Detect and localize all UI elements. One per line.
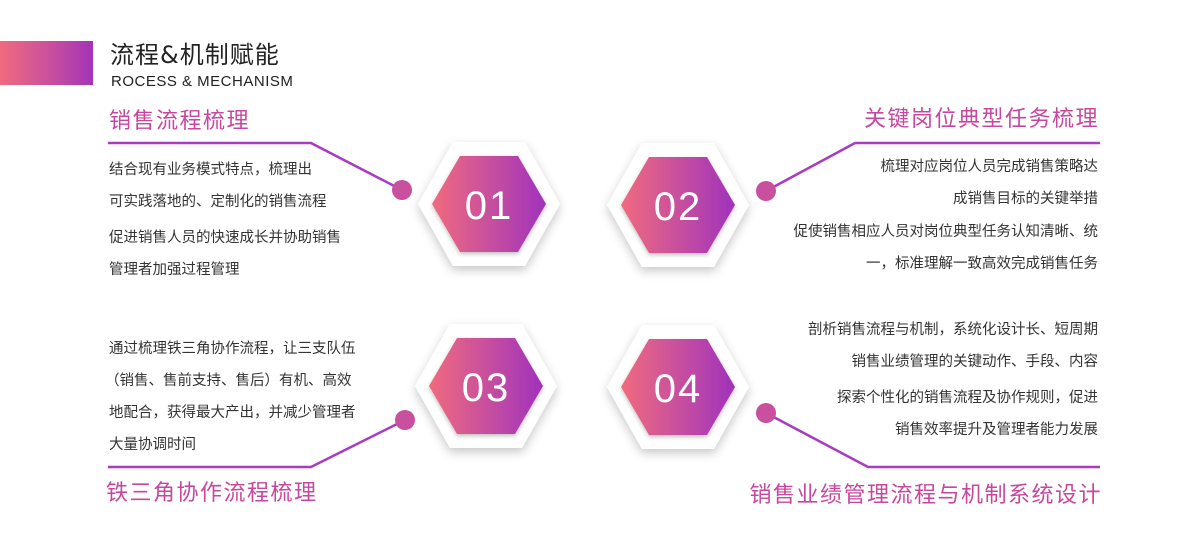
- hexagon-number-01: 01: [464, 184, 514, 228]
- connector-dot-02: [756, 181, 776, 201]
- body-line: 梳理对应岗位人员完成销售策略达: [880, 159, 1099, 175]
- page-title: 流程&机制赋能: [110, 41, 280, 69]
- body-line: 成销售目标的关键举措: [953, 191, 1098, 207]
- body-line: 探索个性化的销售流程及协作规则，促进: [837, 390, 1098, 406]
- section-heading-01: 销售流程梳理: [109, 109, 251, 134]
- body-line: 促使销售相应人员对岗位典型任务认知清晰、统: [793, 224, 1099, 240]
- section-heading-04: 销售业绩管理流程与机制系统设计: [749, 483, 1102, 508]
- connector-04: [756, 403, 1100, 469]
- hexagon-03: [415, 324, 557, 448]
- body-line: 管理者加强过程管理: [109, 262, 240, 278]
- hexagon-04: [607, 325, 749, 449]
- body-line: 可实践落地的、定制化的销售流程: [109, 194, 327, 210]
- hexagon-number-02: 02: [653, 185, 703, 229]
- body-line: 一，标准理解一致高效完成销售任务: [866, 256, 1098, 272]
- hexagon-01: [418, 142, 560, 266]
- connector-dot-03: [395, 410, 415, 430]
- body-line: 销售业绩管理的关键动作、手段、内容: [851, 354, 1099, 370]
- body-line: 地配合，获得最大产出，并减少管理者: [109, 405, 356, 421]
- body-line: 大量协调时间: [109, 437, 196, 453]
- body-line: 剖析销售流程与机制，系统化设计长、短周期: [808, 322, 1098, 338]
- section-heading-03: 铁三角协作流程梳理: [106, 481, 318, 506]
- hexagon-number-04: 04: [653, 367, 703, 411]
- hexagon-02: [607, 143, 749, 267]
- hexagon-number-03: 03: [461, 366, 511, 410]
- connector-dot-04: [756, 403, 776, 423]
- body-line: 销售效率提升及管理者能力发展: [895, 422, 1098, 438]
- body-line: （销售、售前支持、售后）有机、高效: [105, 373, 352, 389]
- connector-dot-01: [392, 180, 412, 200]
- page-subtitle: ROCESS & MECHANISM: [111, 73, 294, 90]
- connector-02: [756, 141, 1100, 201]
- body-line: 促进销售人员的快速成长并协助销售: [109, 230, 341, 246]
- section-body-03: 通过梳理铁三角协作流程，让三支队伍 （销售、售前支持、售后）有机、高效 地配合，…: [105, 339, 356, 455]
- connector-03: [108, 410, 415, 469]
- section-body-04: 剖析销售流程与机制，系统化设计长、短周期 销售业绩管理的关键动作、手段、内容 探…: [808, 320, 1098, 440]
- section-body-01: 结合现有业务模式特点，梳理出 可实践落地的、定制化的销售流程 促进销售人员的快速…: [109, 160, 341, 280]
- body-line: 通过梳理铁三角协作流程，让三支队伍: [109, 341, 356, 357]
- connector-01: [108, 141, 412, 200]
- body-line: 结合现有业务模式特点，梳理出: [109, 162, 312, 178]
- section-heading-02: 关键岗位典型任务梳理: [863, 107, 1099, 132]
- section-body-02: 梳理对应岗位人员完成销售策略达 成销售目标的关键举措 促使销售相应人员对岗位典型…: [794, 157, 1099, 274]
- brand-color-bar: [0, 41, 93, 85]
